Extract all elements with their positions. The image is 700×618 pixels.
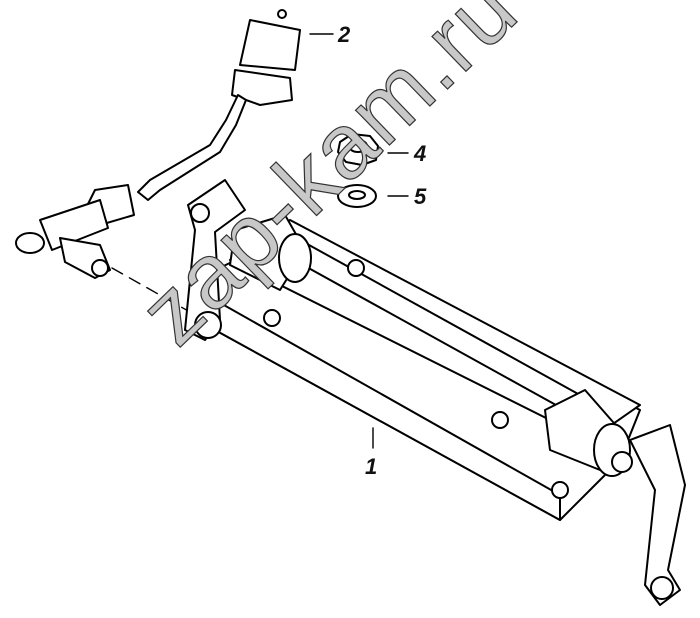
callout-5: 5: [414, 184, 427, 209]
dashed-leader: [111, 267, 191, 313]
callout-4: 4: [414, 141, 427, 166]
power-cylinder: [184, 179, 686, 606]
hose-assembly: [15, 9, 301, 279]
callout-2: 2: [338, 22, 351, 47]
callout-1: 1: [365, 454, 378, 479]
